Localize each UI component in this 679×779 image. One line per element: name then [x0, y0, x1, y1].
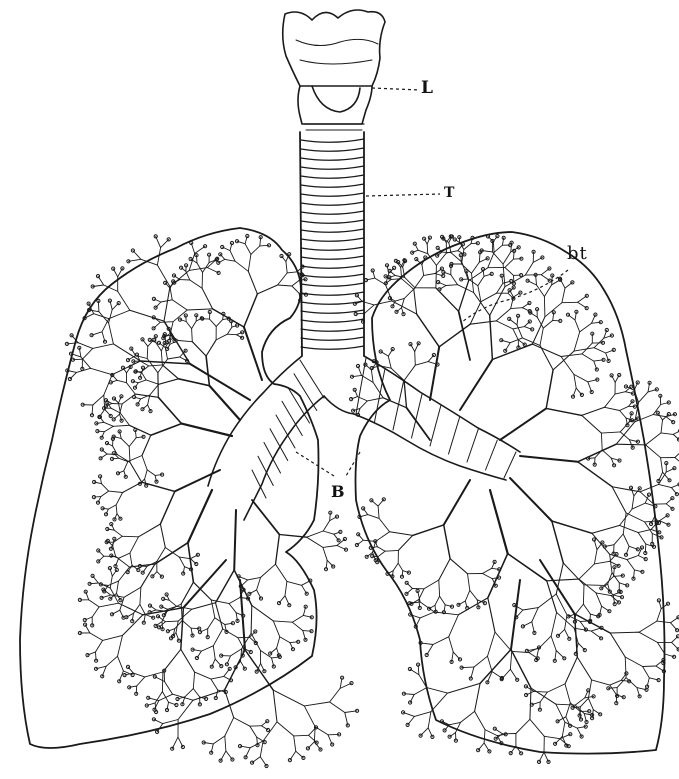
trachea	[300, 132, 364, 356]
bronchi-label: B	[331, 484, 345, 500]
leader-L	[372, 88, 420, 90]
left-lung-outline	[20, 228, 319, 748]
larynx	[283, 10, 385, 130]
bronchial-tree	[65, 234, 679, 767]
main-bronchi	[208, 356, 520, 520]
bronchial-tubes-label: bt	[567, 245, 588, 263]
leader-B-left	[296, 452, 334, 476]
trachea-label: T	[444, 186, 454, 200]
leader-T	[366, 194, 440, 196]
leader-B-right	[346, 452, 360, 476]
larynx-label: L	[421, 80, 433, 97]
